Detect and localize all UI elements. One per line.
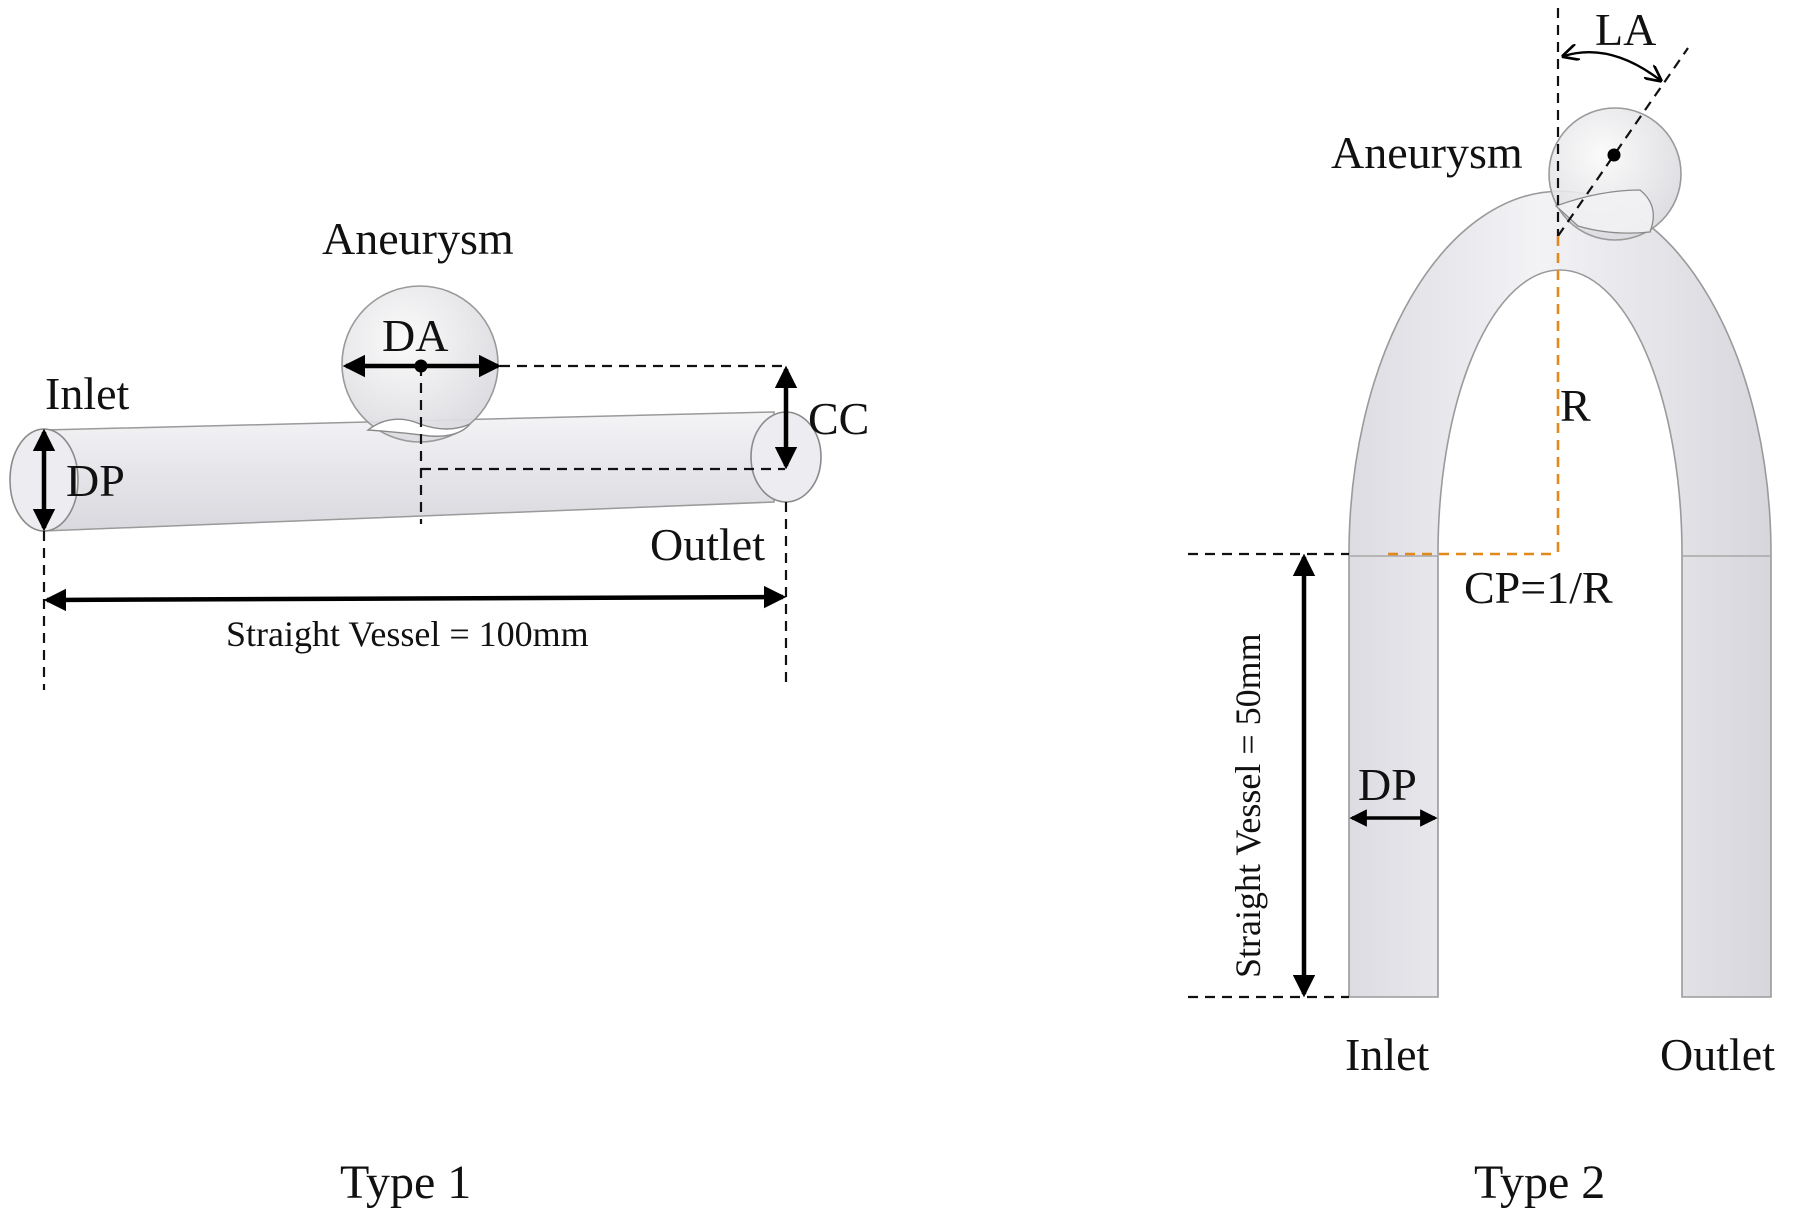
type1-inlet-label: Inlet: [45, 368, 130, 419]
type1-aneurysm-label: Aneurysm: [322, 213, 514, 264]
type2-aneurysm-label: Aneurysm: [1331, 127, 1523, 178]
type2-diagram: LA Aneurysm R CP=1/R Straight Vessel = 5…: [1188, 4, 1775, 1209]
type1-aneurysm-neck: [366, 418, 471, 437]
type1-length-label: Straight Vessel = 100mm: [226, 614, 589, 654]
type1-cc-label: CC: [808, 393, 869, 444]
type2-r-label: R: [1560, 380, 1591, 431]
type1-da-label: DA: [382, 310, 448, 361]
type2-caption: Type 2: [1474, 1156, 1605, 1209]
type2-la-label: LA: [1595, 4, 1656, 55]
type2-dp-label: DP: [1358, 759, 1417, 810]
type1-dp-label: DP: [66, 455, 125, 506]
type2-outlet-label: Outlet: [1660, 1029, 1775, 1080]
type2-la-angle-arc: [1564, 52, 1660, 80]
type2-u-vessel: [1348, 190, 1772, 998]
type1-caption: Type 1: [340, 1156, 471, 1209]
type2-aneurysm-center-dot: [1607, 148, 1621, 162]
type1-outlet-label: Outlet: [650, 519, 765, 570]
type1-length-arrow: [43, 585, 787, 612]
type2-cp-label: CP=1/R: [1464, 562, 1613, 613]
type2-inlet-label: Inlet: [1345, 1029, 1430, 1080]
type1-diagram: Aneurysm DA Inlet DP CC Outlet Straight …: [9, 213, 869, 1209]
type2-aneurysm-neck: [1554, 189, 1654, 234]
type2-length-label: Straight Vessel = 50mm: [1228, 633, 1268, 978]
type2-aneurysm-axis-dash: [1557, 47, 1689, 237]
type1-aneurysm-center-dot: [414, 359, 428, 373]
